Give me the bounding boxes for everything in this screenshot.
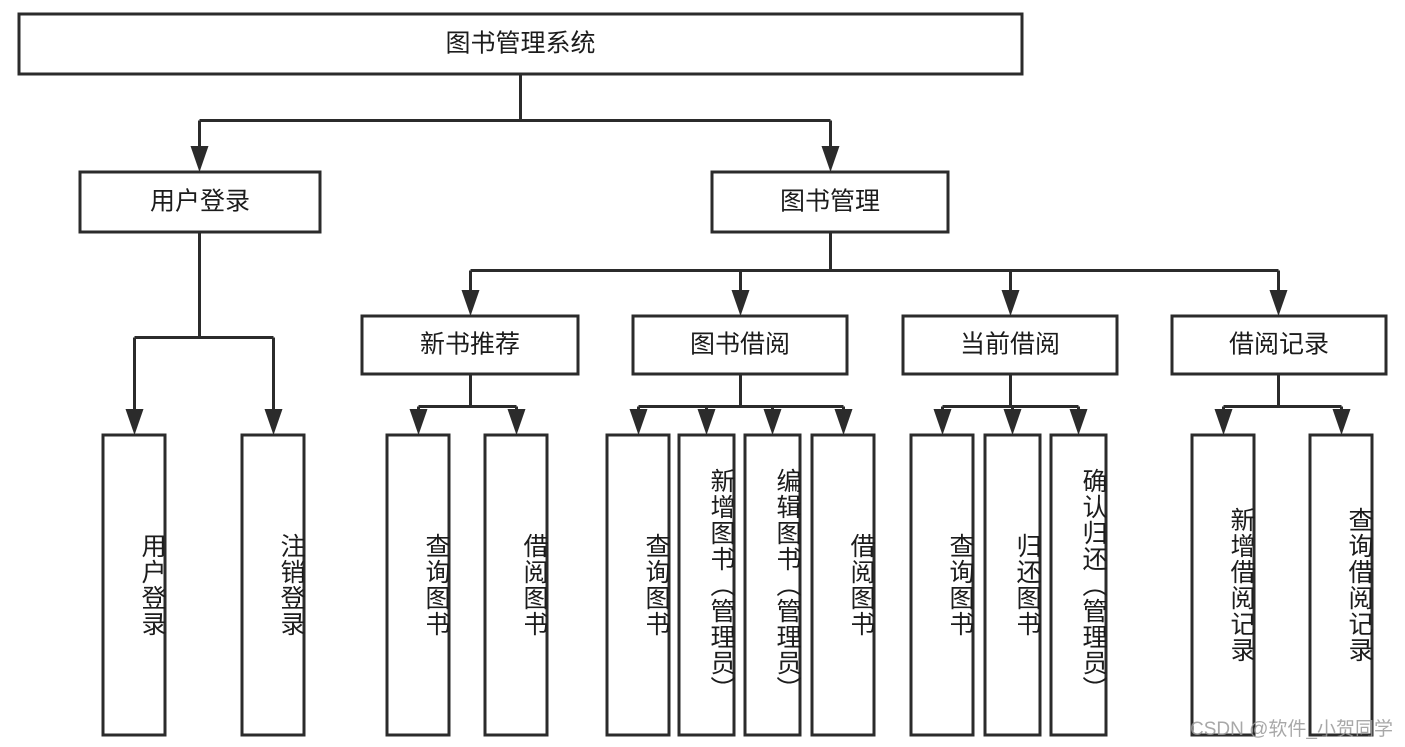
node-box-leaf-add-record[interactable] bbox=[1190, 433, 1256, 737]
arrowhead-icon bbox=[731, 290, 750, 316]
arrowhead-icon bbox=[821, 146, 840, 172]
arrowhead-icon bbox=[1001, 290, 1020, 316]
node-box-leaf-query-book-3[interactable] bbox=[909, 433, 975, 737]
node-box-leaf-user-logout[interactable] bbox=[240, 433, 306, 737]
arrowhead-icon bbox=[409, 409, 428, 435]
node-box-book-borrow[interactable] bbox=[631, 314, 849, 376]
node-box-leaf-query-book-1[interactable] bbox=[385, 433, 451, 737]
node-box-leaf-query-book-2[interactable] bbox=[605, 433, 671, 737]
node-box-leaf-user-login[interactable] bbox=[101, 433, 167, 737]
node-label: 用户登录 bbox=[150, 188, 250, 216]
node-box-borrow-record[interactable] bbox=[1170, 314, 1388, 376]
arrowhead-icon bbox=[629, 409, 648, 435]
node-box-leaf-borrow-book-1[interactable] bbox=[483, 433, 549, 737]
arrowhead-icon bbox=[1069, 409, 1088, 435]
node-box-current-borrow[interactable] bbox=[901, 314, 1119, 376]
arrowhead-icon bbox=[264, 409, 283, 435]
arrowhead-layer bbox=[125, 146, 1351, 435]
node-box-leaf-query-record[interactable] bbox=[1308, 433, 1374, 737]
node-label: 借阅记录 bbox=[1229, 331, 1329, 359]
arrowhead-icon bbox=[190, 146, 209, 172]
node-box-leaf-add-book[interactable] bbox=[677, 433, 736, 737]
node-label: 新书推荐 bbox=[420, 331, 520, 359]
node-box-leaf-borrow-book-2[interactable] bbox=[810, 433, 876, 737]
node-label: 当前借阅 bbox=[960, 331, 1060, 359]
arrowhead-icon bbox=[1214, 409, 1233, 435]
arrowhead-icon bbox=[507, 409, 526, 435]
arrowhead-icon bbox=[697, 409, 716, 435]
node-label: 图书借阅 bbox=[690, 331, 790, 359]
node-box-leaf-return-book[interactable] bbox=[983, 433, 1042, 737]
arrowhead-icon bbox=[763, 409, 782, 435]
arrowhead-icon bbox=[1332, 409, 1351, 435]
arrowhead-icon bbox=[461, 290, 480, 316]
node-box-leaf-edit-book[interactable] bbox=[743, 433, 802, 737]
node-label: 图书管理系统 bbox=[445, 30, 595, 58]
node-box-new-book-recommend[interactable] bbox=[360, 314, 580, 376]
node-box-book-manage[interactable] bbox=[710, 170, 950, 234]
node-label: 图书管理 bbox=[780, 188, 880, 216]
arrowhead-icon bbox=[1269, 290, 1288, 316]
node-box-user-login[interactable] bbox=[78, 170, 322, 234]
node-box-root[interactable] bbox=[17, 12, 1024, 76]
arrowhead-icon bbox=[933, 409, 952, 435]
arrowhead-icon bbox=[125, 409, 144, 435]
node-box-layer bbox=[17, 12, 1388, 737]
arrowhead-icon bbox=[834, 409, 853, 435]
node-box-leaf-confirm-return[interactable] bbox=[1049, 433, 1108, 737]
arrowhead-icon bbox=[1003, 409, 1022, 435]
